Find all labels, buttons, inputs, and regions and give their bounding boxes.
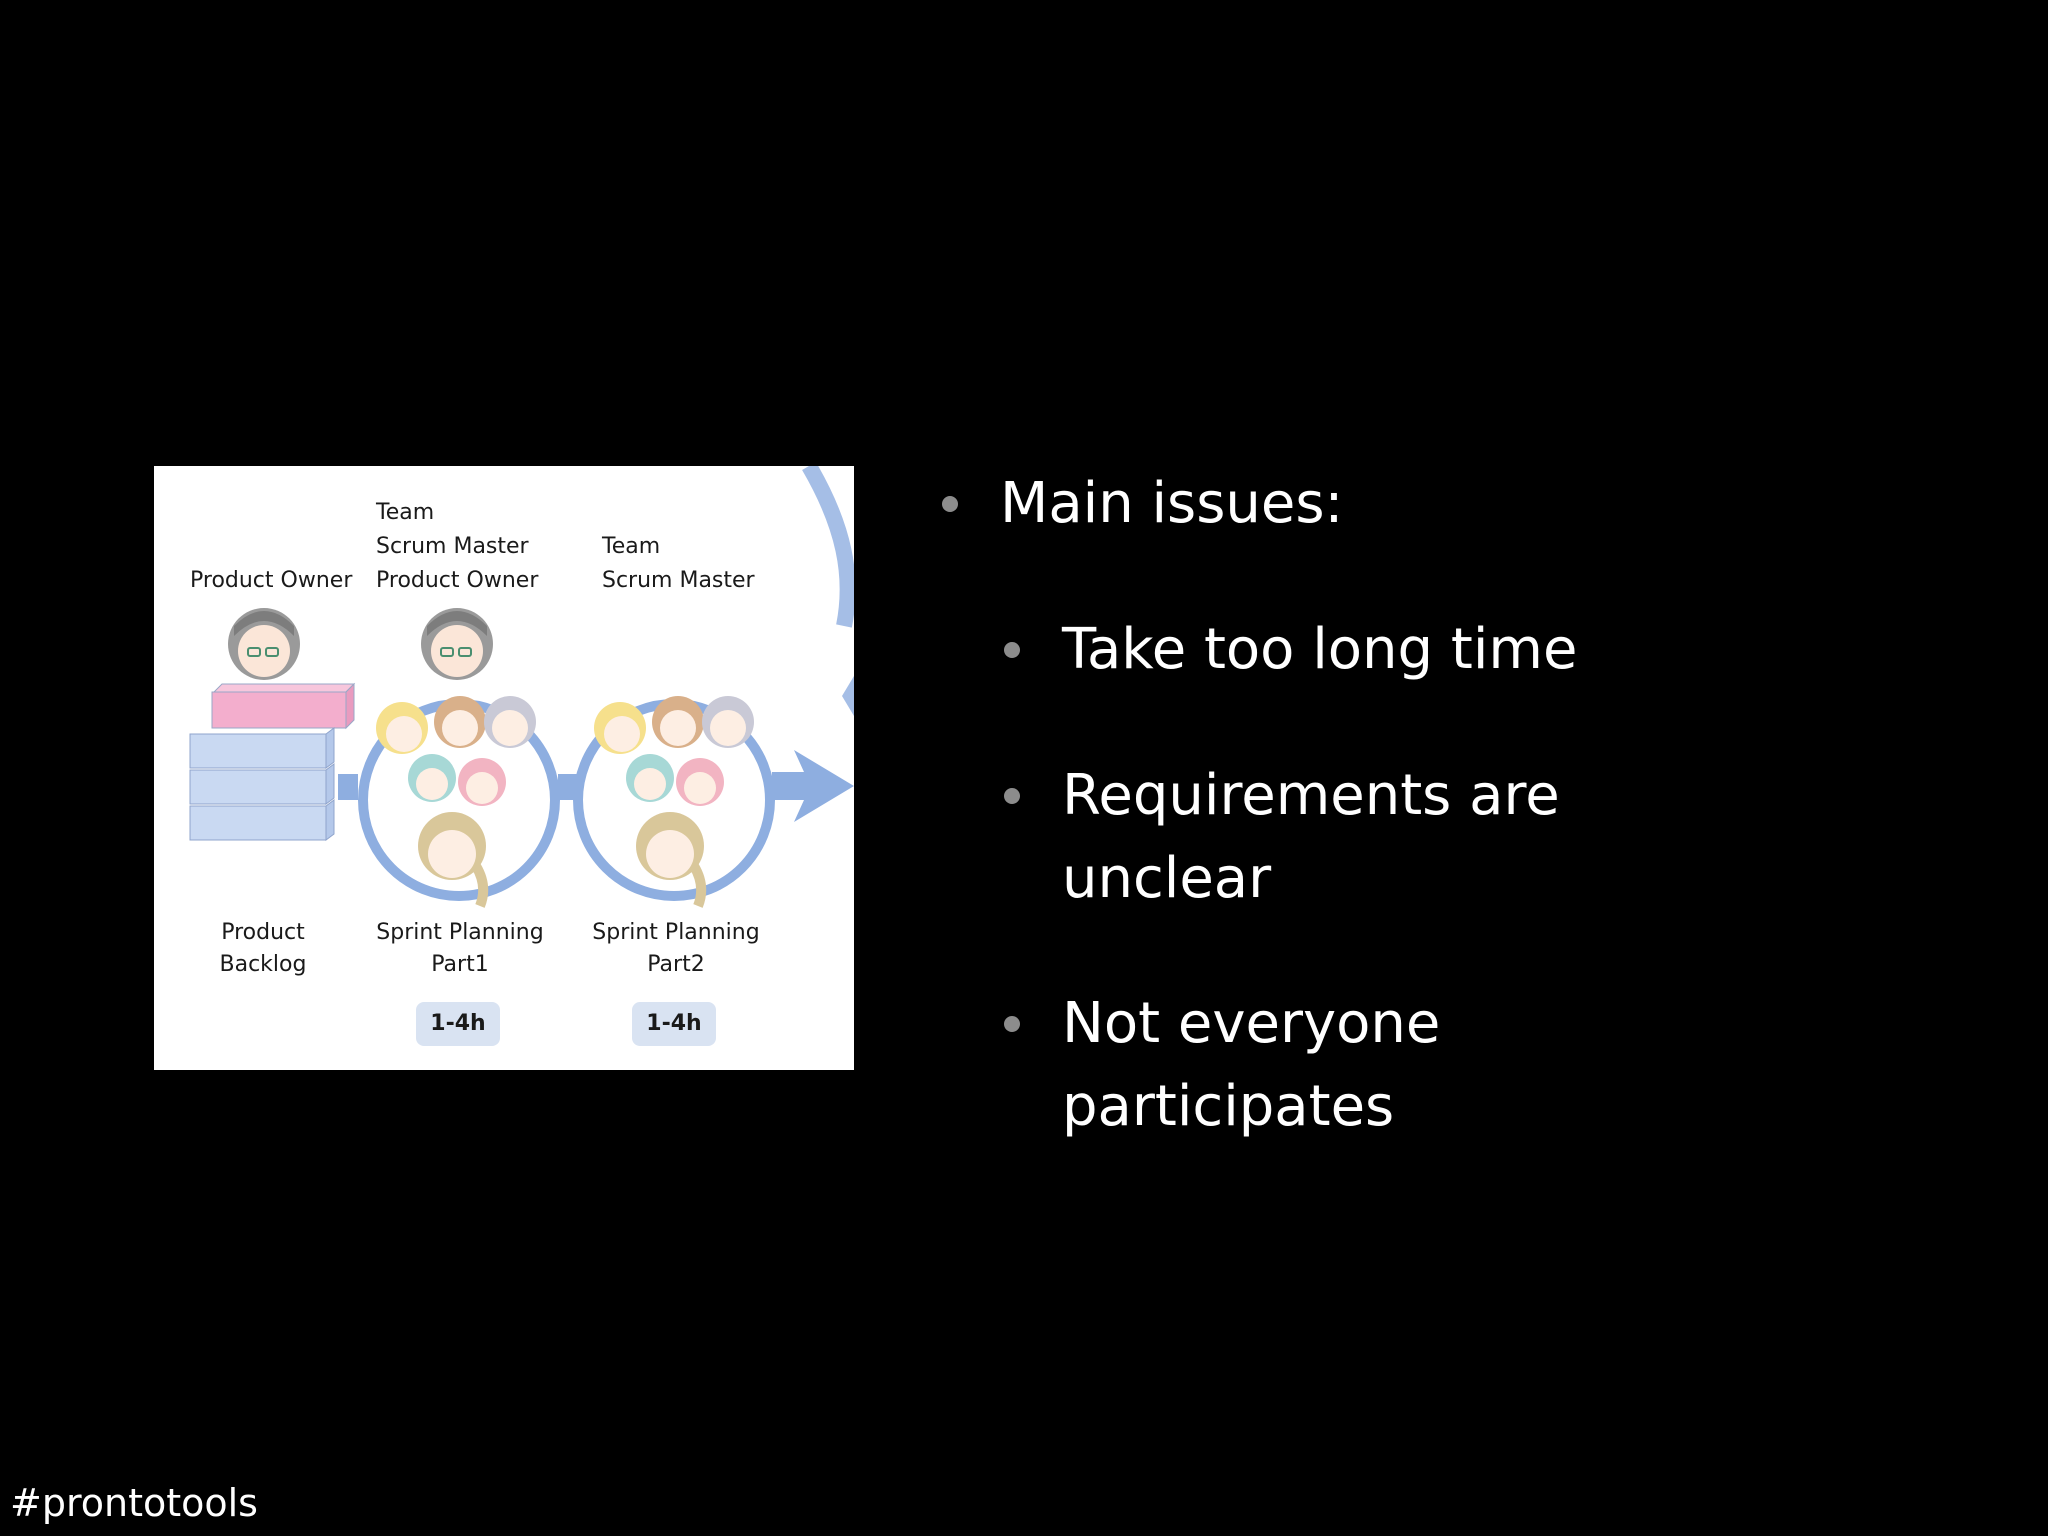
flow-arc-right <box>802 466 854 628</box>
product-backlog-stack <box>189 682 356 841</box>
flow-arc-tip <box>842 676 854 716</box>
role-part1-scrum-master-label: Scrum Master <box>376 534 529 559</box>
flow-connector-2 <box>558 774 578 800</box>
sprint-planning-part2-label: Sprint Planning <box>592 920 760 945</box>
product-owner-avatar-part1 <box>421 608 493 680</box>
bullet-sub-item-3: Not everyone participates <box>1062 991 1441 1139</box>
illustration-graphics <box>189 466 854 908</box>
role-part1-product-owner-label: Product Owner <box>376 568 539 593</box>
team-members-part2 <box>594 696 754 908</box>
bullet-dot-main <box>942 496 958 512</box>
bullet-main-issues: Main issues: <box>1000 471 1344 536</box>
role-product-owner-label: Product Owner <box>190 568 353 593</box>
sprint-planning-part1-sublabel: Part1 <box>431 952 489 977</box>
timebox-part2: 1-4h <box>632 1002 716 1046</box>
role-part2-team-label: Team <box>602 534 661 559</box>
bullet-sub-item-2: Requirements are unclear <box>1062 763 1560 911</box>
bullet-dot-sub-1 <box>1004 642 1020 658</box>
backlog-label-line2: Backlog <box>219 952 307 977</box>
footer-hashtag: #prontotools <box>10 1481 258 1525</box>
role-part2-scrum-master-label: Scrum Master <box>602 568 755 593</box>
timebox-part1: 1-4h <box>416 1002 500 1046</box>
backlog-label-line1: Product <box>221 920 305 945</box>
team-members-part1 <box>376 696 536 908</box>
bullet-sub-item-1: Take too long time <box>1062 617 1578 682</box>
sprint-planning-illustration: Product Owner Team Scrum Master Product … <box>154 466 854 1070</box>
bullet-dot-sub-2 <box>1004 788 1020 804</box>
product-owner-avatar-left <box>228 608 300 680</box>
flow-connector-1 <box>338 774 358 800</box>
flow-arrow-right <box>772 750 854 822</box>
sprint-planning-part2-sublabel: Part2 <box>647 952 705 977</box>
sprint-planning-part1-label: Sprint Planning <box>376 920 544 945</box>
role-part1-team-label: Team <box>376 500 435 525</box>
bullet-dot-sub-3 <box>1004 1016 1020 1032</box>
